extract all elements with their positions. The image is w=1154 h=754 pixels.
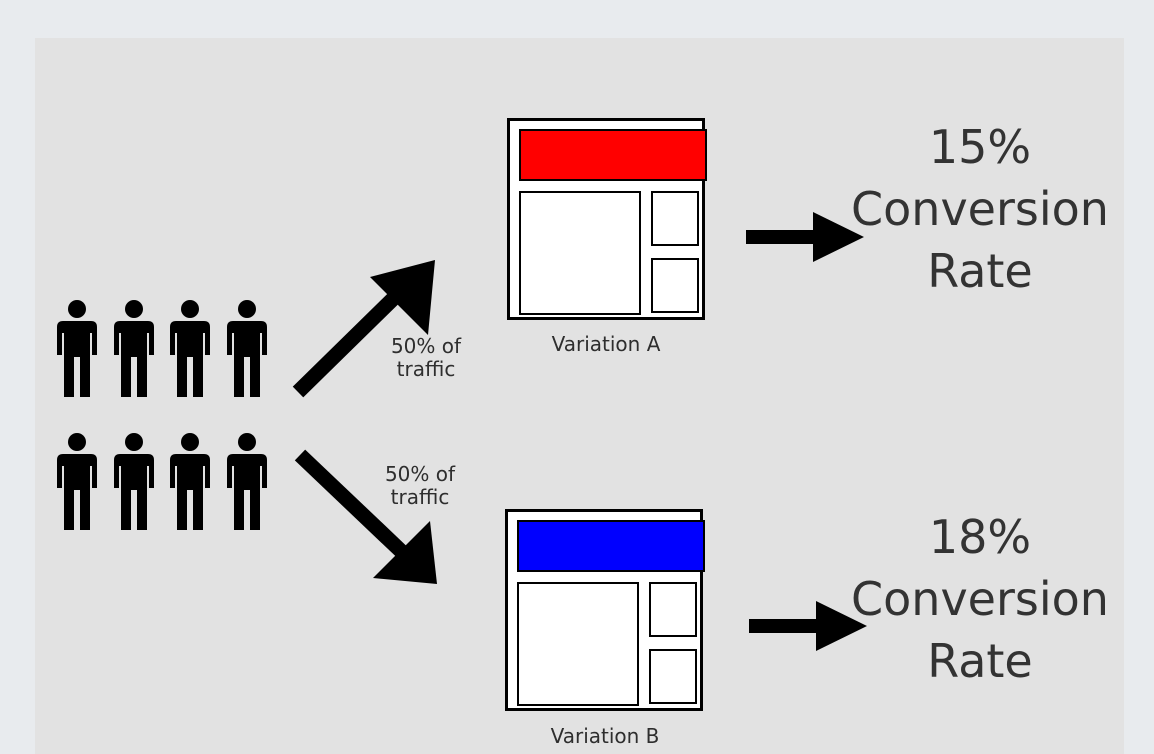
traffic-label-line2: traffic [390,485,450,509]
conversion-rate-word2: Rate [927,244,1033,298]
conversion-rate-value: 15% [928,120,1032,174]
conversion-rate-word1: Conversion [851,572,1109,626]
traffic-label-line1: 50% of [390,334,462,358]
variation-a-page-mock [507,118,707,320]
person-icon [227,300,267,397]
person-icon [170,300,210,397]
traffic-label-a: 50% of traffic [376,335,476,381]
person-icon [114,300,154,397]
sidebar-block [649,582,697,637]
conversion-rate-value: 18% [928,510,1032,564]
variation-a-label: Variation A [551,332,661,356]
person-icon [227,433,267,530]
sidebar-block [651,258,699,313]
conversion-rate-b: 18% Conversion Rate [830,506,1130,692]
traffic-label-b: 50% of traffic [370,463,470,509]
person-icon [170,433,210,530]
sidebar-block [649,649,697,704]
sidebar-block [651,191,699,246]
conversion-rate-word1: Conversion [851,182,1109,236]
conversion-rate-a: 15% Conversion Rate [830,116,1130,302]
arrow-down-right-icon [294,449,437,584]
content-block [517,582,639,706]
traffic-label-line2: traffic [396,357,456,381]
arrow-right-icon [749,601,867,651]
conversion-rate-word2: Rate [927,634,1033,688]
arrow-up-right-icon [292,260,435,398]
variation-b-header-block [517,520,705,572]
variation-b-label: Variation B [550,724,660,748]
traffic-label-line1: 50% of [384,462,456,486]
person-icon [114,433,154,530]
variation-a-header-block [519,129,707,181]
person-icon [57,300,97,397]
people-group [57,300,267,530]
person-icon [57,433,97,530]
arrow-right-icon [746,212,864,262]
content-block [519,191,641,315]
variation-b-page-mock [505,509,705,711]
